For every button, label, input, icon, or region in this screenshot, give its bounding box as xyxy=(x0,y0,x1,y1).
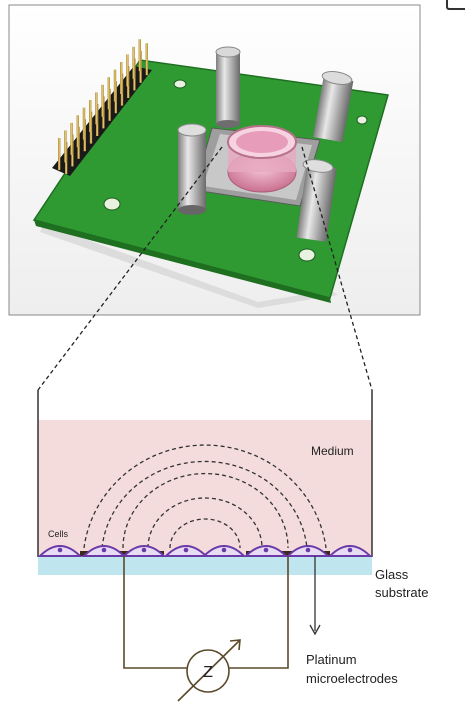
header-pin xyxy=(89,100,92,132)
header-pin xyxy=(76,115,79,148)
medium-label: Medium xyxy=(311,444,354,458)
cell xyxy=(201,545,247,557)
schematic: Medium Cells Z Glass sub xyxy=(37,390,428,702)
impedance-meter-icon: Z xyxy=(177,639,241,702)
field-line xyxy=(147,497,263,549)
header-pin xyxy=(138,39,141,72)
pillar xyxy=(296,159,337,242)
header-pin xyxy=(58,138,61,170)
header-pins xyxy=(58,39,148,174)
impedance-symbol: Z xyxy=(203,664,213,681)
cell xyxy=(243,545,289,557)
header-pin xyxy=(107,77,110,110)
cell xyxy=(327,545,373,557)
pillar xyxy=(177,123,207,215)
circuit-wire-right xyxy=(229,556,289,669)
board-hole xyxy=(298,248,316,262)
board-hole xyxy=(356,115,368,125)
board-shadow xyxy=(40,224,338,308)
header-pin xyxy=(126,54,129,87)
photo xyxy=(8,4,421,316)
header-pin xyxy=(113,69,117,102)
pillar xyxy=(215,46,241,128)
header-pin xyxy=(120,62,123,94)
circuit-wire-left xyxy=(123,556,187,669)
field-lines xyxy=(83,444,327,549)
cell xyxy=(285,545,331,557)
field-line xyxy=(169,518,241,549)
board-edge xyxy=(34,220,331,303)
header-pin xyxy=(95,92,98,125)
glass-substrate xyxy=(38,557,372,575)
board-hole xyxy=(173,79,187,89)
medium-region xyxy=(38,420,372,557)
board-hole xyxy=(103,197,121,211)
callout-line-right xyxy=(301,146,373,391)
electrode-pointer-head xyxy=(309,624,321,636)
header-pin xyxy=(70,122,73,155)
culture-well-inner xyxy=(236,131,288,153)
header-pin xyxy=(132,46,135,79)
electrode xyxy=(246,551,330,556)
field-line xyxy=(122,472,289,549)
callout-line-left xyxy=(37,146,223,391)
glass-label-line2: substrate xyxy=(375,585,428,600)
header-pin xyxy=(82,107,86,140)
header-pin xyxy=(64,130,67,163)
pillar xyxy=(313,71,354,143)
cell xyxy=(121,545,167,557)
field-line xyxy=(101,460,308,549)
header-pin xyxy=(145,43,148,76)
cells xyxy=(37,545,373,557)
platinum-label-line2: microelectrodes xyxy=(306,671,398,686)
corner-frame-mark xyxy=(446,0,465,10)
glass-label-line1: Glass xyxy=(375,567,409,582)
field-line xyxy=(83,444,327,549)
header-pin xyxy=(101,84,104,117)
platinum-label-line1: Platinum xyxy=(306,652,357,667)
cells-label: Cells xyxy=(48,529,69,539)
cell xyxy=(37,545,83,557)
